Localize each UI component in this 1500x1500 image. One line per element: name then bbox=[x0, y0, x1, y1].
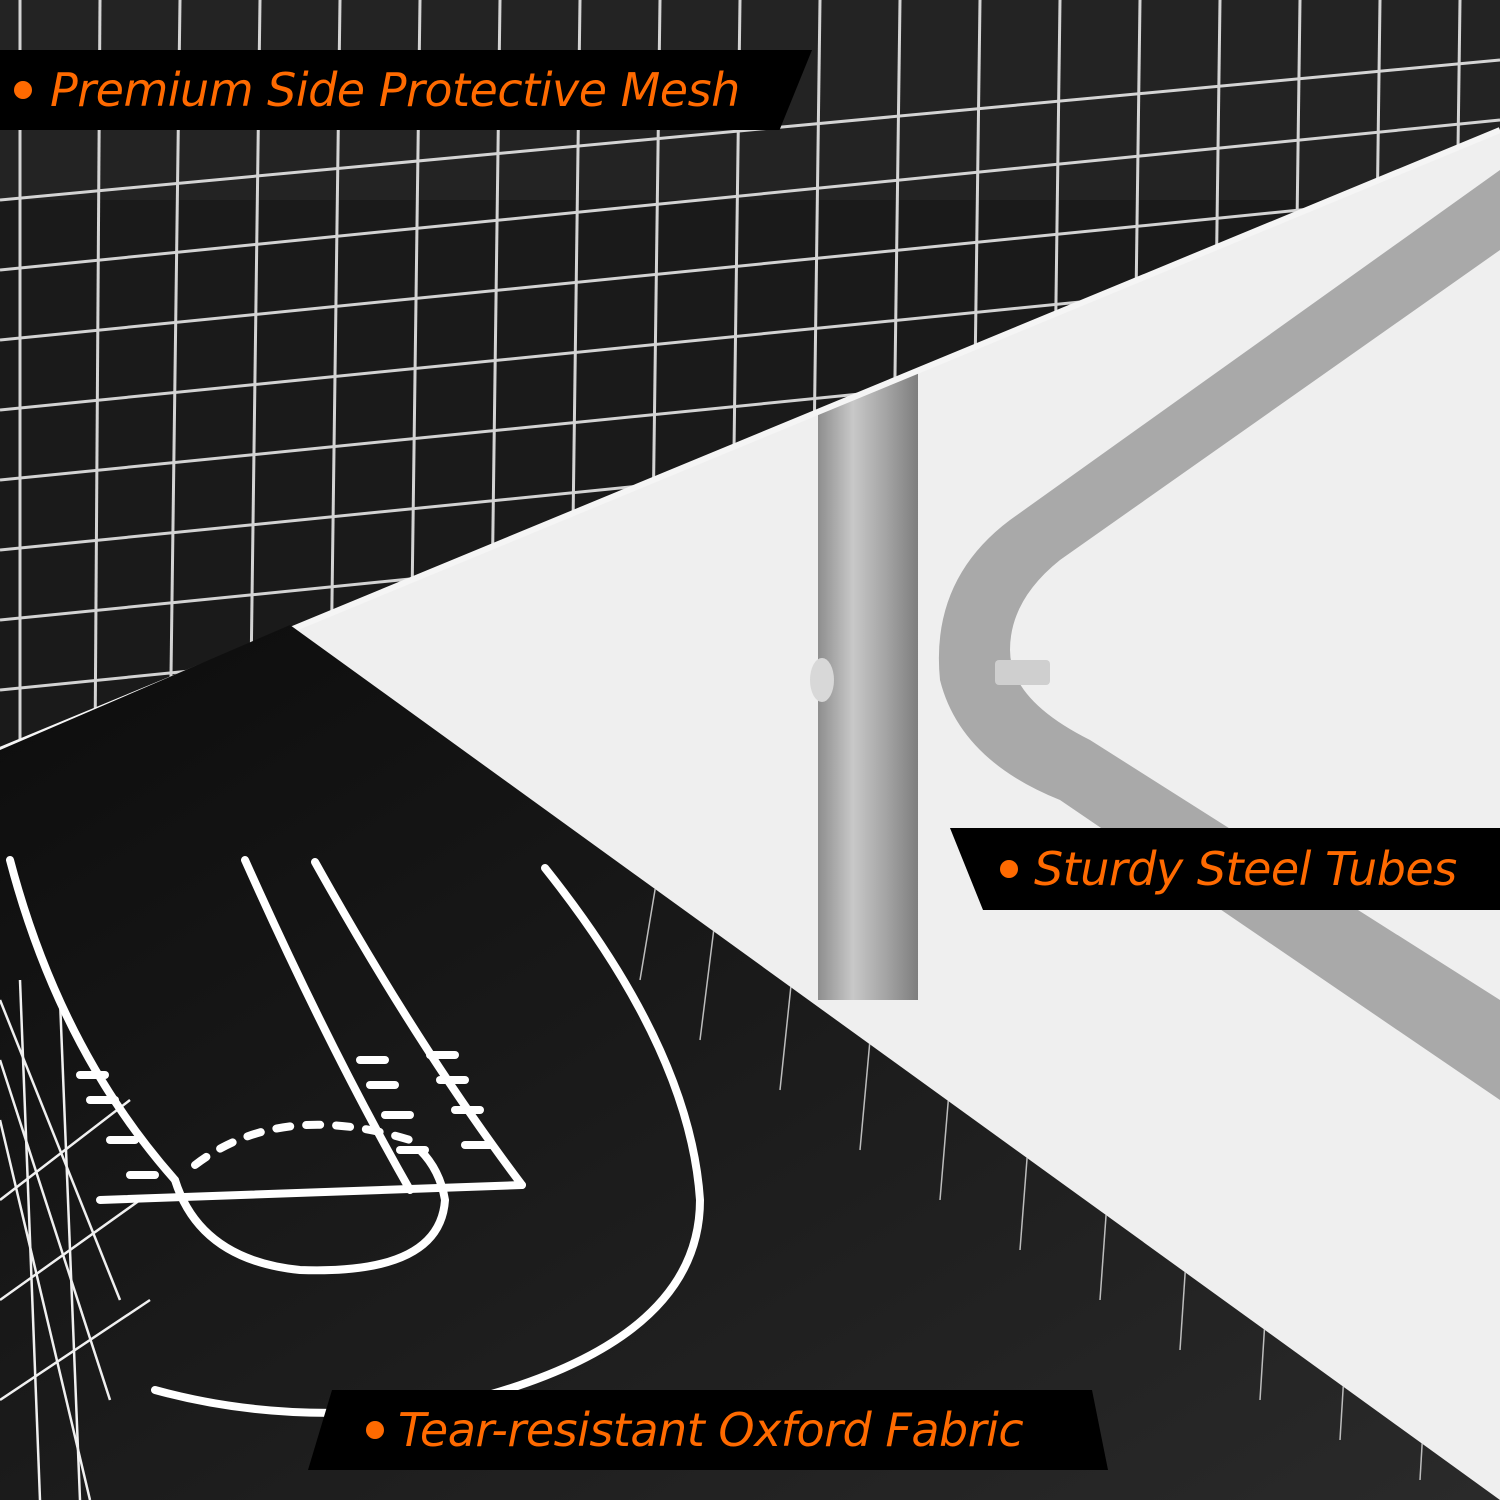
feature-label-text: Sturdy Steel Tubes bbox=[1034, 842, 1457, 896]
feature-label-text: Premium Side Protective Mesh bbox=[50, 63, 740, 117]
steel-tubes bbox=[810, 170, 1500, 1100]
feature-label-tubes: Sturdy Steel Tubes bbox=[950, 828, 1500, 910]
bullet-dot-icon bbox=[14, 81, 32, 99]
feature-label-mesh: Premium Side Protective Mesh bbox=[0, 50, 812, 130]
bullet-dot-icon bbox=[366, 1421, 384, 1439]
feature-label-text: Tear-resistant Oxford Fabric bbox=[398, 1403, 1024, 1457]
bullet-dot-icon bbox=[1000, 860, 1018, 878]
feature-label-fabric: Tear-resistant Oxford Fabric bbox=[308, 1390, 1108, 1470]
